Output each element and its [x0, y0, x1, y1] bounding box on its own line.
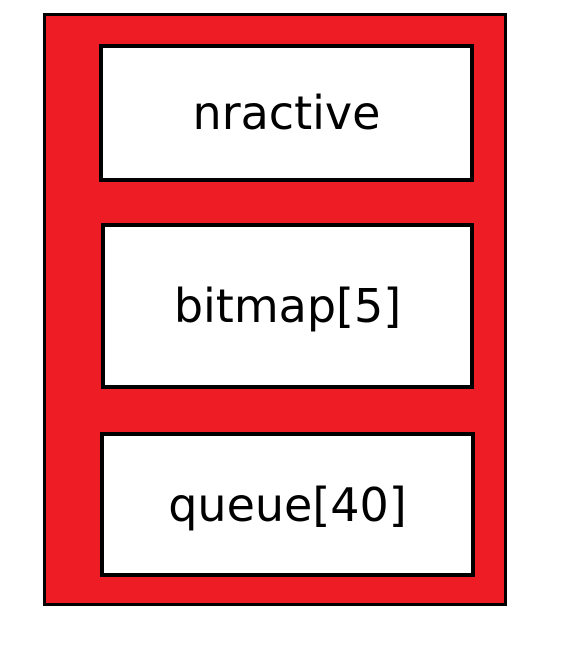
field-bitmap: bitmap[5]	[101, 223, 474, 389]
field-queue: queue[40]	[100, 432, 475, 577]
field-label: nractive	[192, 86, 381, 140]
field-label: bitmap[5]	[173, 279, 402, 333]
field-label: queue[40]	[168, 477, 407, 532]
field-nractive: nractive	[99, 44, 474, 182]
